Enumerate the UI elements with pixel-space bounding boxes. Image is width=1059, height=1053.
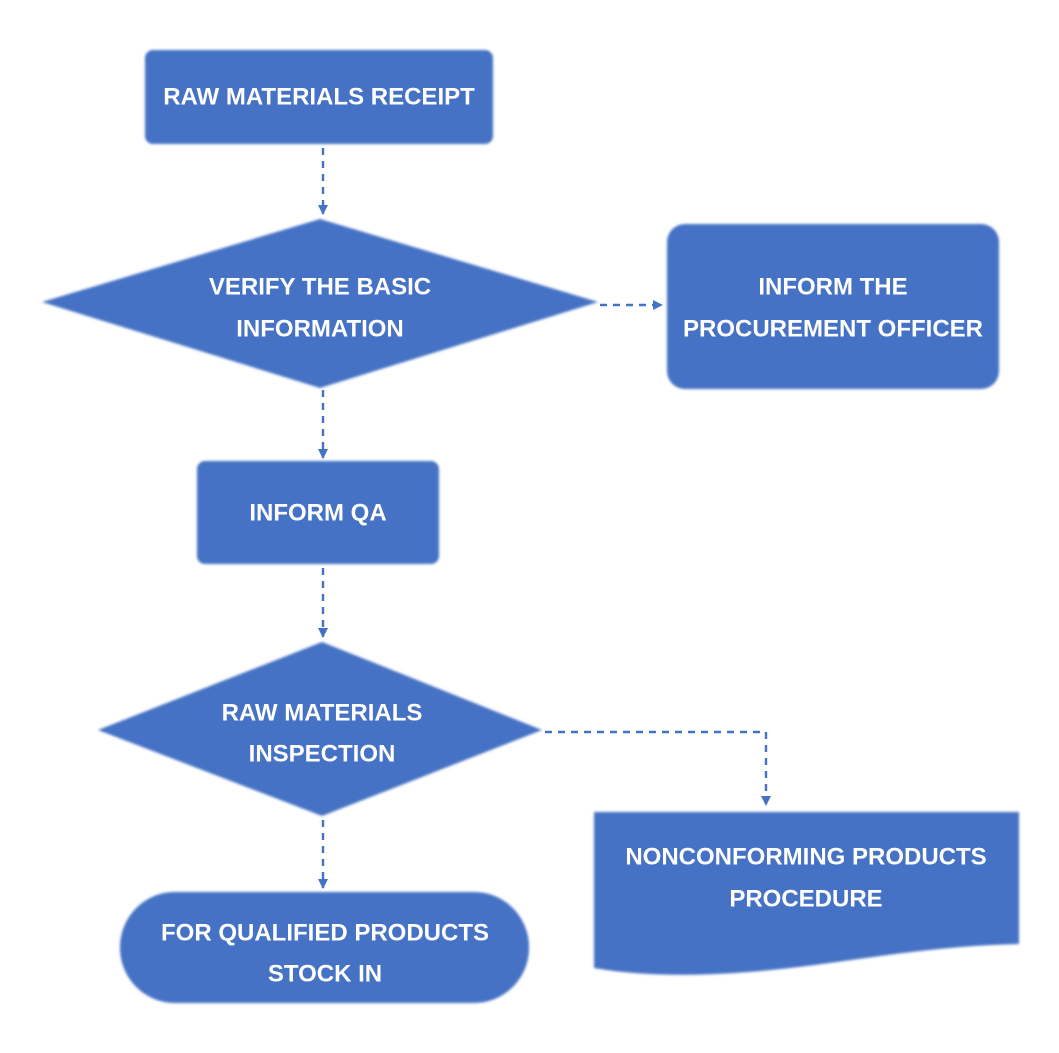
terminator-pill [120, 892, 529, 1003]
node-label: RAW MATERIALS RECEIPT [163, 83, 475, 110]
node-label-line-1: INFORM THE [758, 273, 907, 300]
node-verify-basic-information: VERIFY THE BASIC INFORMATION [42, 219, 598, 388]
process-box [197, 461, 439, 564]
document-shape [594, 812, 1019, 975]
node-inform-procurement-officer: INFORM THE PROCUREMENT OFFICER [667, 224, 999, 389]
node-label-line-1: NONCONFORMING PRODUCTS [625, 843, 986, 870]
node-label-line-2: PROCEDURE [729, 885, 882, 912]
node-nonconforming-products-procedure: NONCONFORMING PRODUCTS PROCEDURE [594, 812, 1019, 975]
edges [318, 148, 771, 889]
node-inform-qa: INFORM QA [197, 461, 439, 564]
node-label-line-2: INSPECTION [249, 740, 396, 767]
node-raw-materials-receipt: RAW MATERIALS RECEIPT [145, 50, 493, 144]
decision-diamond [98, 642, 542, 816]
node-label-line-1: FOR QUALIFIED PRODUCTS [161, 919, 489, 946]
node-label-line-2: PROCUREMENT OFFICER [683, 315, 983, 342]
node-label-line-2: STOCK IN [268, 960, 382, 987]
node-qualified-products-stock-in: FOR QUALIFIED PRODUCTS STOCK IN [120, 892, 529, 1003]
node-label-line-1: VERIFY THE BASIC [209, 273, 431, 300]
process-box [667, 224, 999, 389]
decision-diamond [42, 219, 598, 388]
edge-inspection-to-nonconforming [545, 730, 771, 806]
node-label: INFORM QA [249, 499, 386, 526]
node-raw-materials-inspection: RAW MATERIALS INSPECTION [98, 642, 542, 816]
node-label-line-2: INFORMATION [236, 315, 404, 342]
process-box [145, 50, 493, 144]
node-label-line-1: RAW MATERIALS [222, 699, 423, 726]
